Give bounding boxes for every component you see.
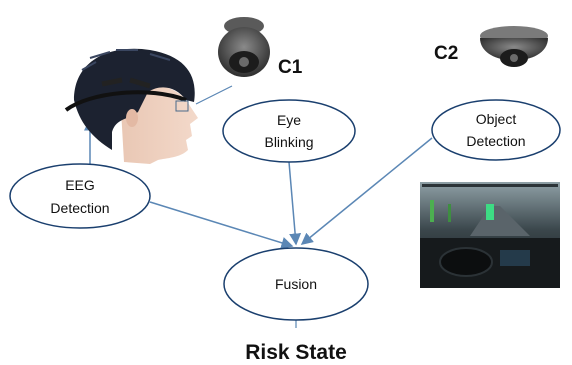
node-eye-blinking-line2: Blinking <box>264 134 313 150</box>
road-dashcam-image <box>420 182 560 288</box>
camera-c2-label: C2 <box>434 43 458 64</box>
camera-c1-sight-line <box>195 85 233 105</box>
head-with-eeg-headset <box>64 48 198 164</box>
camera-c1-icon <box>218 17 270 77</box>
risk-state-label: Risk State <box>245 341 347 364</box>
node-fusion: Fusion <box>223 247 369 321</box>
node-object-detection-line1: Object <box>476 111 517 127</box>
node-eeg-detection-line2: Detection <box>50 200 109 216</box>
node-fusion-label: Fusion <box>275 276 317 292</box>
node-eye-blinking-line1: Eye <box>277 112 301 128</box>
node-eye-blinking: Eye Blinking <box>222 99 356 163</box>
node-object-detection-line2: Detection <box>466 133 525 149</box>
arrows <box>84 85 433 328</box>
arrow-object-to-fusion <box>300 137 433 245</box>
arrow-eeg-to-fusion <box>149 201 294 249</box>
node-eeg-detection-line1: EEG <box>65 177 95 193</box>
camera-c1-label: C1 <box>278 57 303 78</box>
node-object-detection: Object Detection <box>431 99 561 161</box>
arrow-eye-to-fusion <box>288 161 302 246</box>
node-eeg-detection: EEG Detection <box>9 163 151 229</box>
camera-c2-icon <box>480 26 548 67</box>
